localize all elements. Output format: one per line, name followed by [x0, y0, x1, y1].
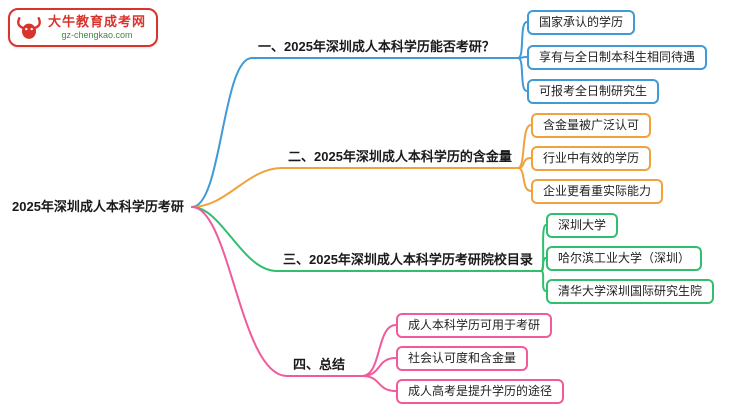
- connector: [361, 357, 397, 377]
- brand-logo: 大牛教育成考网 gz-chengkao.com: [8, 8, 159, 47]
- branch-4-subtopic-2[interactable]: 社会认可度和含金量: [396, 346, 529, 371]
- connector: [540, 270, 547, 292]
- connector: [191, 206, 363, 377]
- branch-topic-4[interactable]: 四、总结: [293, 357, 346, 372]
- connector: [517, 167, 532, 192]
- branch-topic-2[interactable]: 二、2025年深圳成人本科学历的含金量: [288, 149, 512, 164]
- connector: [517, 21, 528, 59]
- branch-3-subtopic-3[interactable]: 清华大学深圳国际研究生院: [546, 279, 715, 304]
- branch-3-subtopic-1[interactable]: 深圳大学: [546, 213, 619, 238]
- bull-icon: [17, 16, 41, 39]
- brand-domain: gz-chengkao.com: [61, 30, 133, 40]
- branch-2-subtopic-1[interactable]: 含金量被广泛认可: [531, 113, 652, 138]
- branch-1-subtopic-2[interactable]: 享有与全日制本科生相同待遇: [527, 45, 708, 70]
- root-topic[interactable]: 2025年深圳成人本科学历考研: [12, 199, 184, 214]
- connector: [517, 57, 528, 92]
- branch-topic-1[interactable]: 一、2025年深圳成人本科学历能否考研？: [258, 39, 495, 54]
- branch-3-subtopic-2[interactable]: 哈尔滨工业大学（深圳）: [546, 246, 703, 271]
- branch-2-subtopic-3[interactable]: 企业更看重实际能力: [531, 179, 664, 204]
- branch-2-subtopic-2[interactable]: 行业中有效的学历: [531, 146, 652, 171]
- connector: [191, 57, 519, 208]
- connector: [191, 206, 542, 272]
- branch-1-subtopic-1[interactable]: 国家承认的学历: [527, 10, 636, 35]
- branch-1-subtopic-3[interactable]: 可报考全日制研究生: [527, 79, 660, 104]
- connector: [191, 167, 519, 208]
- branch-topic-3[interactable]: 三、2025年深圳成人本科学历考研院校目录: [283, 252, 533, 267]
- connector: [361, 375, 397, 392]
- branch-4-subtopic-3[interactable]: 成人高考是提升学历的途径: [396, 379, 565, 404]
- branch-4-subtopic-1[interactable]: 成人本科学历可用于考研: [396, 313, 553, 338]
- brand-name: 大牛教育成考网: [48, 14, 147, 29]
